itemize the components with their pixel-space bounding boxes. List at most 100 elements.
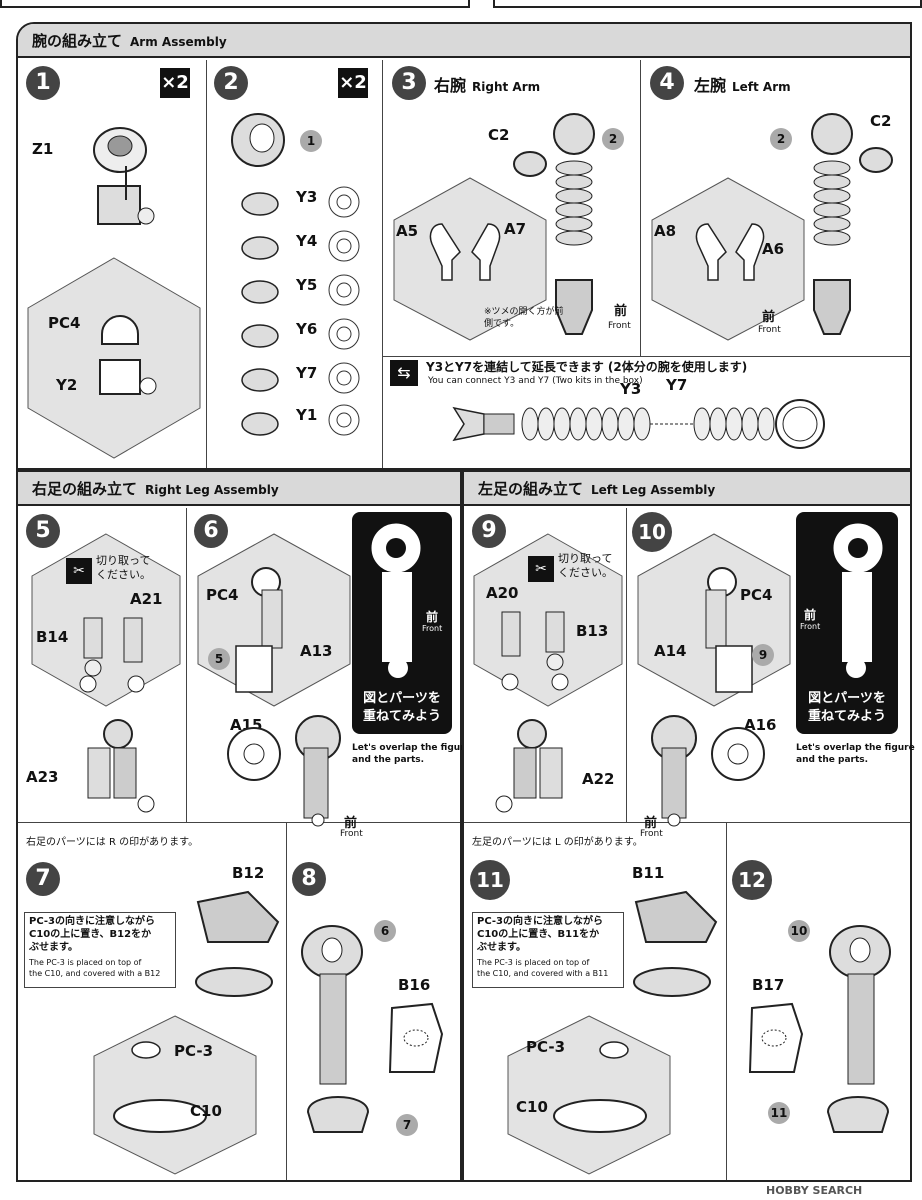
full-leg-assembly xyxy=(301,925,370,1133)
upper-leg-assembly xyxy=(227,715,341,827)
step-12-number: 12 xyxy=(732,860,772,900)
ref-badge-11: 11 xyxy=(768,1102,790,1124)
cut-instruction: 切り取って ください。 xyxy=(96,554,151,581)
pc3-note-en: The PC-3 is placed on top of the C10, an… xyxy=(477,958,609,978)
multiplier-badge: ×2 xyxy=(338,68,368,98)
front-jp: 前 xyxy=(762,310,776,325)
left-arm-title-en: Left Arm xyxy=(732,80,791,94)
left-leg-title-jp: 左足の組み立て xyxy=(478,480,584,498)
divider xyxy=(286,822,287,1180)
step-3-number: 3 xyxy=(392,66,426,100)
part-label-b14: B14 xyxy=(36,628,69,646)
b11-shoe-cover xyxy=(633,890,718,997)
b12-shoe-cover xyxy=(195,890,280,997)
part-label-y7: Y7 xyxy=(296,364,318,382)
arm-title-jp: 腕の組み立て xyxy=(32,32,123,50)
part-label-a8: A8 xyxy=(654,222,677,240)
part-label-a6: A6 xyxy=(762,240,785,258)
claw-note: ※ツメの開く方が前側です。 xyxy=(484,307,564,329)
part-label-c10: C10 xyxy=(190,1102,222,1120)
part-label-a16: A16 xyxy=(744,716,777,734)
cut-icon: ✂ xyxy=(528,556,554,582)
divider xyxy=(18,822,460,823)
hexagon-callout xyxy=(93,1015,257,1175)
pc3-note-box: PC-3の向きに注意しながら C10の上に置き、B11をか ぶせます。 The … xyxy=(472,912,624,988)
hexagon-callout xyxy=(507,1015,671,1175)
pc3-note-jp: PC-3の向きに注意しながら C10の上に置き、B12をか ぶせます。 xyxy=(29,916,156,953)
pc3-note-box: PC-3の向きに注意しながら C10の上に置き、B12をか ぶせます。 The … xyxy=(24,912,176,988)
front-en: Front xyxy=(422,624,443,633)
hexagon-callout xyxy=(197,533,351,707)
watermark-text: HOBBY SEARCH xyxy=(766,1184,863,1197)
swap-icon: ⇆ xyxy=(390,360,418,386)
c2-cap xyxy=(859,147,893,173)
right-arm-illustration xyxy=(553,113,595,335)
hexagon-callout xyxy=(651,177,805,341)
divider xyxy=(382,356,910,357)
part-label-b13: B13 xyxy=(576,622,609,640)
b16-foot-cover xyxy=(388,1002,444,1073)
divider xyxy=(726,822,727,1180)
front-en: Front xyxy=(340,829,363,839)
cut-instruction: 切り取って ください。 xyxy=(558,552,613,579)
step-6-number: 6 xyxy=(194,514,228,548)
front-en: Front xyxy=(608,321,631,331)
pc4-hexagon-callout xyxy=(27,257,201,459)
part-label-pc3: PC-3 xyxy=(174,1042,214,1060)
front-jp: 前 xyxy=(644,816,658,831)
front-en: Front xyxy=(640,829,663,839)
part-label-pc3: PC-3 xyxy=(526,1038,566,1056)
divider xyxy=(640,60,641,356)
extension-note-jp: Y3とY7を連結して延長できます (2体分の腕を使用します) xyxy=(426,360,748,374)
front-en: Front xyxy=(800,622,821,631)
front-jp: 前 xyxy=(426,610,439,624)
ref-badge-5: 5 xyxy=(208,648,230,670)
part-label-y3: Y3 xyxy=(296,188,318,206)
arm-title-en: Arm Assembly xyxy=(130,35,227,49)
part-label-c10: C10 xyxy=(516,1098,548,1116)
divider xyxy=(186,508,187,822)
part-label-a21: A21 xyxy=(130,590,163,608)
step-7-number: 7 xyxy=(26,862,60,896)
part-label-pc4: PC4 xyxy=(740,586,773,604)
ref-badge-10: 10 xyxy=(788,920,810,942)
left-arm-title-jp: 左腕 xyxy=(694,76,727,95)
ref-badge-1: 1 xyxy=(300,130,322,152)
leg-silhouette xyxy=(833,523,883,678)
part-label-c2: C2 xyxy=(870,112,892,130)
r-mark-note: 右足のパーツには R の印があります。 xyxy=(26,837,199,848)
part-label-y5: Y5 xyxy=(296,276,318,294)
overlap-figure-box: 前 Front 図とパーツを 重ねてみよう xyxy=(796,512,898,734)
right-arm-title-en: Right Arm xyxy=(472,80,541,94)
part-label-y6: Y6 xyxy=(296,320,318,338)
top-frame-left xyxy=(0,0,470,8)
leg-assembly-illustration xyxy=(87,719,155,813)
part-label-a22: A22 xyxy=(582,770,615,788)
part-label-a13: A13 xyxy=(300,642,333,660)
watermark-logo: HOBBY SEARCH xyxy=(766,1184,862,1197)
leg-assembly-illustration xyxy=(495,719,563,813)
arm-ball-joint xyxy=(231,113,285,167)
y-parts-top-view xyxy=(328,186,360,436)
overlap-instruction-jp: 図とパーツを 重ねてみよう xyxy=(807,691,886,724)
step-10-number: 10 xyxy=(632,512,672,552)
divider xyxy=(382,60,383,468)
hexagon-callout xyxy=(393,177,547,341)
pc3-note-jp: PC-3の向きに注意しながら C10の上に置き、B11をか ぶせます。 xyxy=(477,916,604,953)
part-label-b11: B11 xyxy=(632,864,665,882)
step-11-number: 11 xyxy=(470,860,510,900)
top-frame-right xyxy=(493,0,922,8)
step-4-number: 4 xyxy=(650,66,684,100)
ref-badge-9: 9 xyxy=(752,644,774,666)
overlap-figure-box: 前 Front 図とパーツを 重ねてみよう xyxy=(352,512,452,734)
ref-badge-7: 7 xyxy=(396,1114,418,1136)
part-label-y1: Y1 xyxy=(296,406,318,424)
part-label-y2: Y2 xyxy=(56,376,78,394)
part-label-a5: A5 xyxy=(396,222,419,240)
upper-leg-assembly xyxy=(651,715,765,827)
part-label-pc4: PC4 xyxy=(48,314,81,332)
front-jp: 前 xyxy=(344,816,358,831)
